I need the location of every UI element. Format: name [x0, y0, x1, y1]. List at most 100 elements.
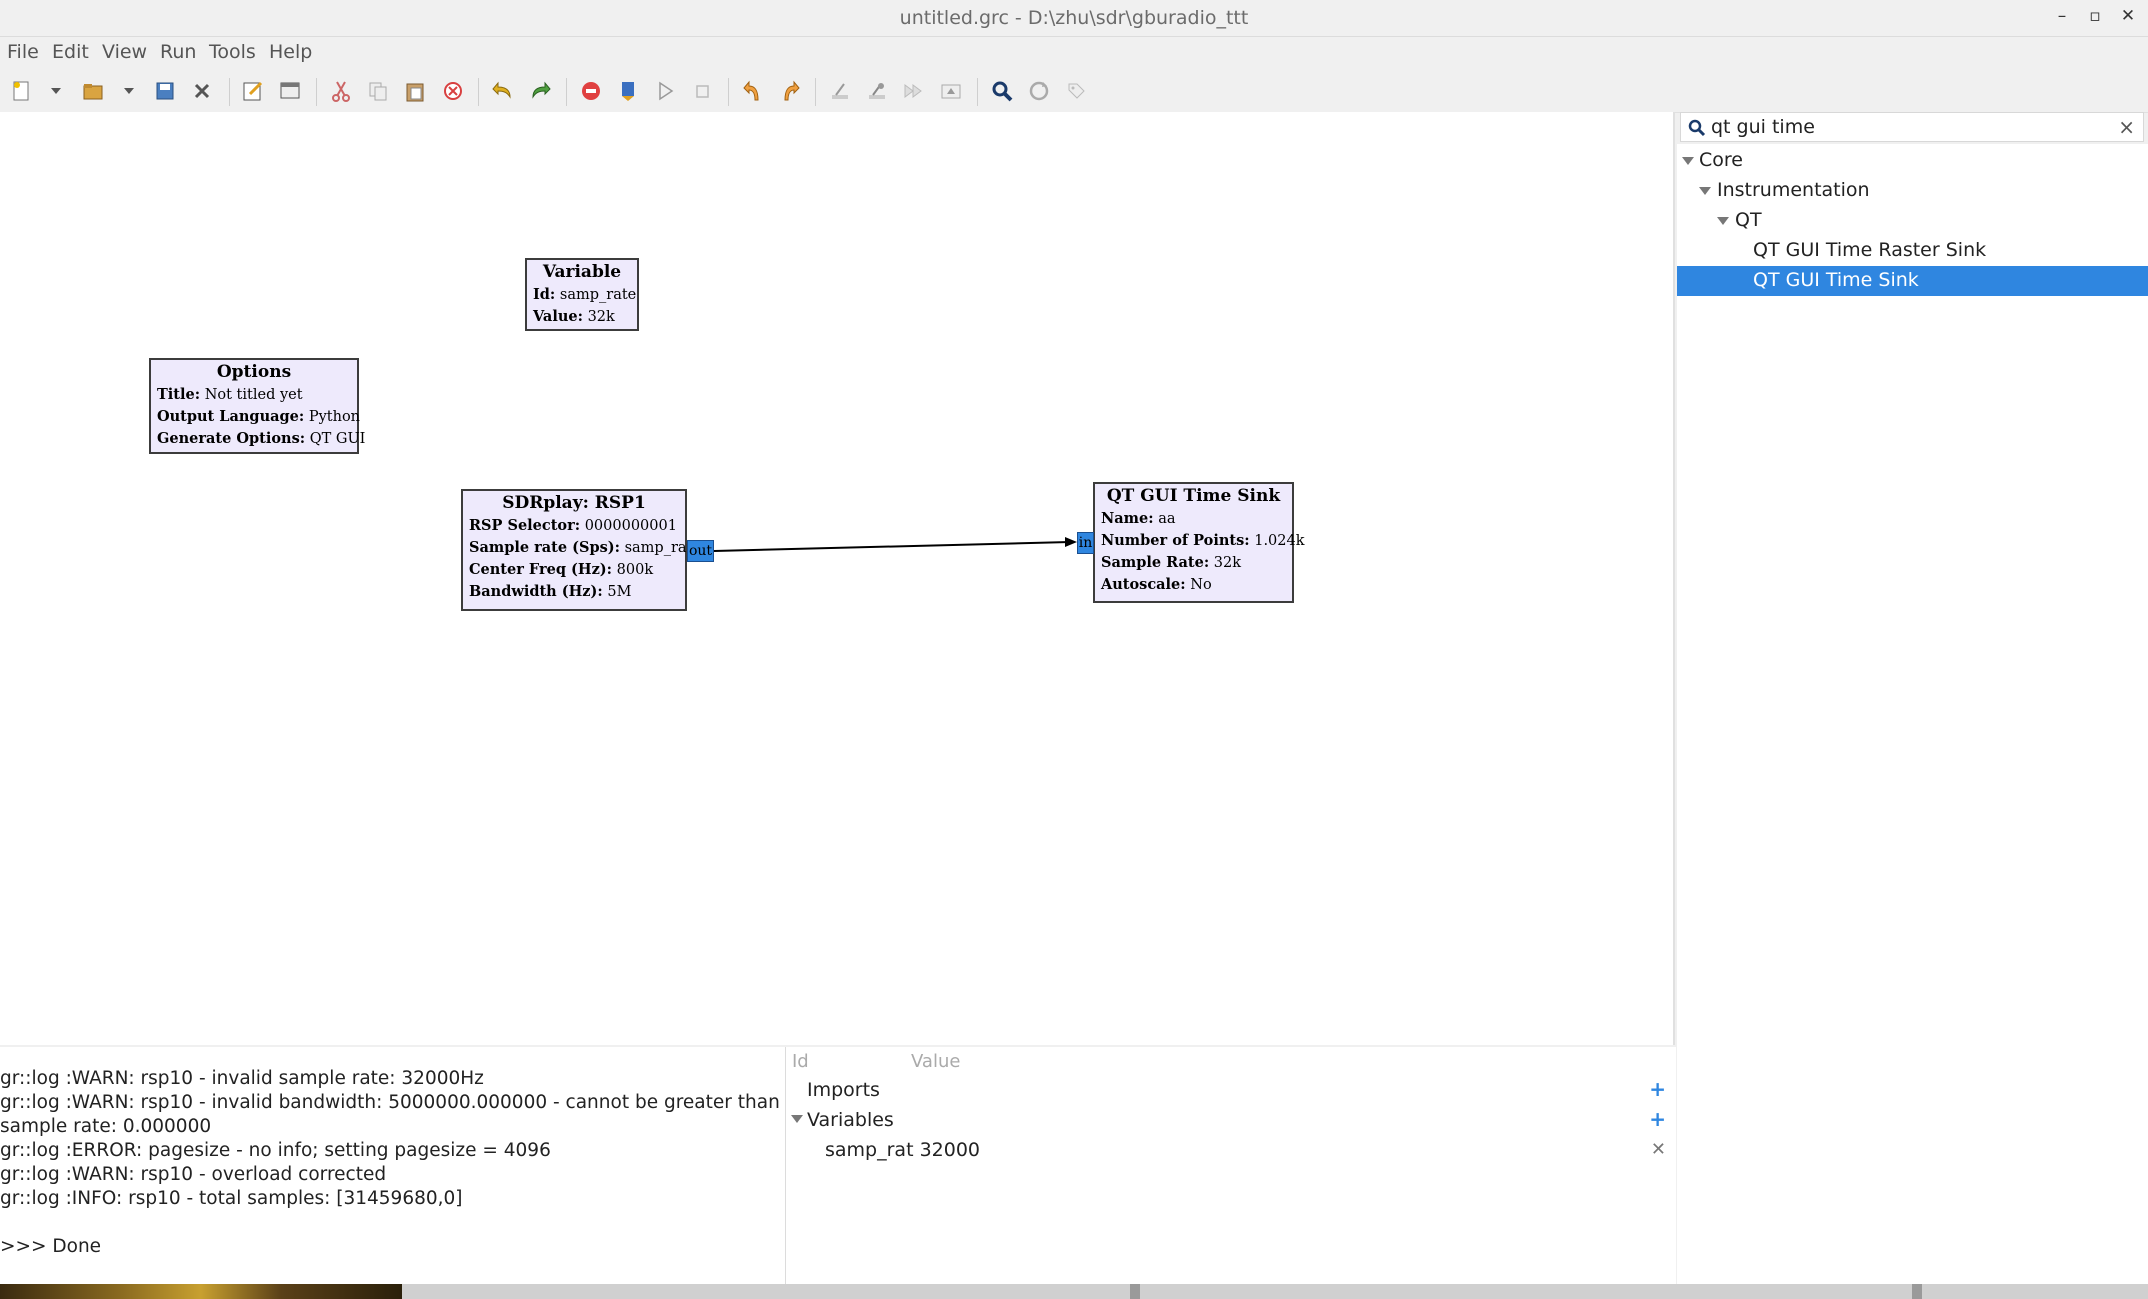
block-param: Number of Points: 1.024k — [1101, 532, 1305, 549]
column-header-id[interactable]: Id — [792, 1051, 809, 1072]
variable-row[interactable]: samp_rat 32000 — [825, 1139, 980, 1161]
stop-icon[interactable] — [578, 78, 604, 104]
block-param: Bandwidth (Hz): 5M — [469, 583, 632, 600]
menu-file[interactable]: File — [7, 41, 39, 63]
kill-icon[interactable] — [689, 78, 715, 104]
variables-panel: Id Value Imports + Variables + samp_rat … — [786, 1047, 1676, 1284]
disable-icon[interactable] — [864, 78, 890, 104]
redo-icon[interactable] — [527, 78, 553, 104]
window-title: untitled.grc - D:\zhu\sdr\gburadio_ttt — [899, 7, 1249, 29]
properties-icon[interactable] — [240, 78, 266, 104]
title-bar: untitled.grc - D:\zhu\sdr\gburadio_ttt –… — [0, 0, 2148, 37]
console-panel[interactable]: gr::log :WARN: rsp10 - invalid sample ra… — [0, 1047, 786, 1284]
minimize-button[interactable]: – — [2057, 6, 2067, 26]
tree-item-qt-gui-time-raster-sink[interactable]: QT GUI Time Raster Sink — [1753, 239, 1987, 261]
desktop-strip — [0, 1284, 2148, 1299]
toolbar-separator — [229, 78, 230, 106]
console-line: sample rate: 0.000000 — [0, 1116, 212, 1137]
menu-tools[interactable]: Tools — [209, 41, 256, 63]
sdrplay-rsp1-block[interactable]: SDRplay: RSP1 RSP Selector: 0000000001 S… — [461, 489, 701, 611]
cut-icon[interactable] — [328, 78, 354, 104]
block-title: Variable — [542, 262, 622, 282]
toolbar-separator — [566, 78, 567, 106]
rotate-ccw-icon[interactable] — [740, 78, 766, 104]
search-input[interactable]: qt gui time — [1711, 116, 1815, 138]
tree-item-qt[interactable]: QT — [1677, 206, 2148, 236]
variable-block[interactable]: Variable Id: samp_rate Value: 32k — [525, 258, 639, 331]
toolbar-separator — [728, 78, 729, 106]
paste-icon[interactable] — [402, 78, 428, 104]
delete-icon[interactable] — [440, 78, 466, 104]
maximize-button[interactable]: ▫ — [2089, 6, 2101, 26]
menu-run[interactable]: Run — [160, 41, 197, 63]
chevron-down-icon[interactable] — [43, 78, 69, 104]
add-import-icon[interactable]: + — [1649, 1077, 1666, 1101]
block-param: Center Freq (Hz): 800k — [469, 561, 654, 578]
add-variable-icon[interactable]: + — [1649, 1107, 1666, 1131]
menu-edit[interactable]: Edit — [52, 41, 89, 63]
block-param: Sample rate (Sps): samp_rate — [469, 539, 701, 556]
enable-icon[interactable] — [827, 78, 853, 104]
block-param: Title: Not titled yet — [157, 386, 303, 403]
desktop-divider — [1130, 1284, 1140, 1299]
toolbar-separator — [316, 78, 317, 106]
block-param: Output Language: Python — [157, 408, 361, 425]
tooltips-icon[interactable] — [1063, 78, 1089, 104]
variables-row[interactable]: Variables — [807, 1109, 894, 1131]
output-port[interactable]: out — [687, 540, 714, 562]
clear-search-icon[interactable]: × — [2118, 115, 2135, 139]
qt-gui-time-sink-block[interactable]: QT GUI Time Sink Name: aa Number of Poin… — [1093, 482, 1305, 603]
toolbar-separator — [815, 78, 816, 106]
expand-triangle-icon — [791, 1115, 803, 1123]
tree-item-instrumentation[interactable]: Instrumentation — [1677, 176, 2148, 206]
chevron-down-icon[interactable] — [116, 78, 142, 104]
generate-icon[interactable] — [615, 78, 641, 104]
console-line: gr::log :WARN: rsp10 - invalid sample ra… — [0, 1068, 484, 1089]
input-port[interactable]: in — [1077, 532, 1094, 554]
menu-view[interactable]: View — [102, 41, 148, 63]
screen-capture-icon[interactable] — [277, 78, 303, 104]
block-title: QT GUI Time Sink — [1106, 486, 1281, 506]
desktop-divider — [1912, 1284, 1922, 1299]
connection-layer — [713, 537, 1077, 552]
tree-item-core[interactable]: Core — [1677, 146, 2148, 176]
close-button[interactable]: ✕ — [2120, 6, 2136, 26]
block-param: Autoscale: No — [1101, 576, 1212, 593]
column-header-value[interactable]: Value — [911, 1051, 961, 1072]
connection-arrow-icon — [1065, 537, 1077, 547]
remove-variable-icon[interactable]: ✕ — [1650, 1139, 1666, 1160]
flowgraph-canvas[interactable]: Variable Id: samp_rate Value: 32k Option… — [0, 112, 1675, 1045]
create-hier-icon[interactable] — [938, 78, 964, 104]
block-param: Generate Options: QT GUI — [157, 430, 366, 447]
block-search-box[interactable]: qt gui time × — [1680, 112, 2144, 142]
connection-line — [713, 541, 1071, 552]
options-block[interactable]: Options Title: Not titled yet Output Lan… — [149, 358, 366, 454]
imports-row[interactable]: Imports — [807, 1079, 880, 1101]
console-line: gr::log :WARN: rsp10 - invalid bandwidth… — [0, 1092, 780, 1113]
rotate-cw-icon[interactable] — [777, 78, 803, 104]
expand-triangle-icon — [1717, 217, 1729, 225]
toolbar-separator — [977, 78, 978, 106]
toolbar — [0, 70, 2148, 113]
execute-icon[interactable] — [652, 78, 678, 104]
close-file-icon[interactable] — [189, 78, 215, 104]
expand-triangle-icon — [1699, 187, 1711, 195]
block-title: Options — [216, 362, 292, 382]
console-line: >>> Done — [0, 1236, 102, 1257]
variable-id: samp_rat — [825, 1139, 914, 1161]
block-param: Id: samp_rate — [533, 286, 637, 303]
save-icon[interactable] — [152, 78, 178, 104]
tree-item-qt-gui-time-sink[interactable]: QT GUI Time Sink — [1677, 266, 2148, 296]
search-icon — [1688, 119, 1706, 137]
search-icon[interactable] — [989, 78, 1015, 104]
new-file-icon[interactable] — [8, 78, 34, 104]
bypass-icon[interactable] — [901, 78, 927, 104]
undo-icon[interactable] — [490, 78, 516, 104]
open-folder-icon[interactable] — [80, 78, 106, 104]
reload-icon[interactable] — [1026, 78, 1052, 104]
variable-value: 32000 — [919, 1139, 981, 1161]
menu-help[interactable]: Help — [269, 41, 313, 63]
toolbar-separator — [478, 78, 479, 106]
console-line: gr::log :ERROR: pagesize - no info; sett… — [0, 1140, 551, 1161]
copy-icon[interactable] — [365, 78, 391, 104]
